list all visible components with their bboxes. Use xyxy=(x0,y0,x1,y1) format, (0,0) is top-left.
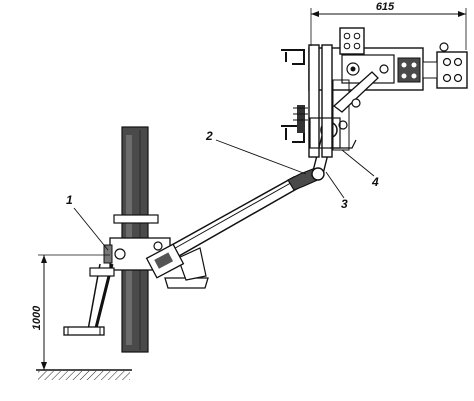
upper-frame xyxy=(281,27,468,158)
dimension-width: 615 xyxy=(310,1,467,50)
ground xyxy=(36,369,132,380)
callout-2: 2 xyxy=(205,129,307,175)
label-part-4: 4 xyxy=(371,175,379,189)
dimension-height: 1000 xyxy=(31,254,110,370)
lower-bracket xyxy=(164,247,209,289)
dimension-height-label: 1000 xyxy=(31,305,43,330)
label-part-2: 2 xyxy=(205,129,213,143)
dimension-width-label: 615 xyxy=(376,1,395,13)
callout-4: 4 xyxy=(341,149,379,189)
callout-3: 3 xyxy=(325,171,348,211)
label-part-3: 3 xyxy=(341,197,348,211)
callout-1: 1 xyxy=(66,193,109,251)
hand-crank xyxy=(63,263,115,336)
telescopic-rod xyxy=(145,166,323,279)
label-part-1: 1 xyxy=(66,193,73,207)
